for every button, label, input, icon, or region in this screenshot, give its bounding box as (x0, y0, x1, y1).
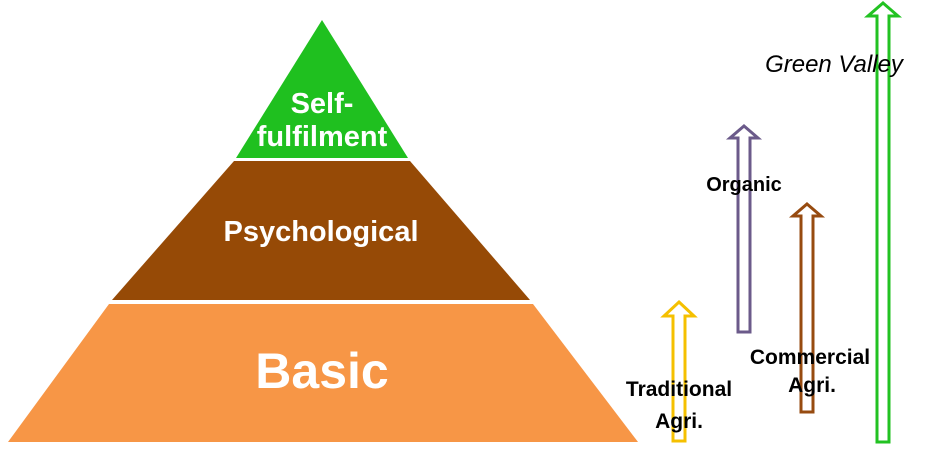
self-fulfilment-label-line1: Self- (291, 88, 354, 120)
organic-label: Organic (706, 174, 782, 196)
traditional-agri-arrow (660, 299, 698, 443)
commercial-agri-label-line1: Commercial (750, 346, 870, 369)
traditional-agri-label-line2: Agri. (655, 410, 703, 433)
pyramid-level-psychological (112, 161, 530, 300)
green-valley-label: Green Valley (765, 51, 905, 78)
organic-arrow (725, 124, 763, 334)
psychological-label: Psychological (223, 216, 418, 248)
self-fulfilment-label-line2: fulfilment (257, 121, 388, 153)
commercial-agri-label-line2: Agri. (788, 374, 836, 397)
traditional-agri-label-line1: Traditional (626, 378, 732, 401)
commercial-agri-arrow (788, 202, 826, 414)
basic-label: Basic (255, 343, 388, 399)
pyramid-level-basic (8, 304, 638, 442)
pyramid-level-self-fulfilment (236, 20, 408, 158)
green-valley-arrow (863, 1, 903, 444)
